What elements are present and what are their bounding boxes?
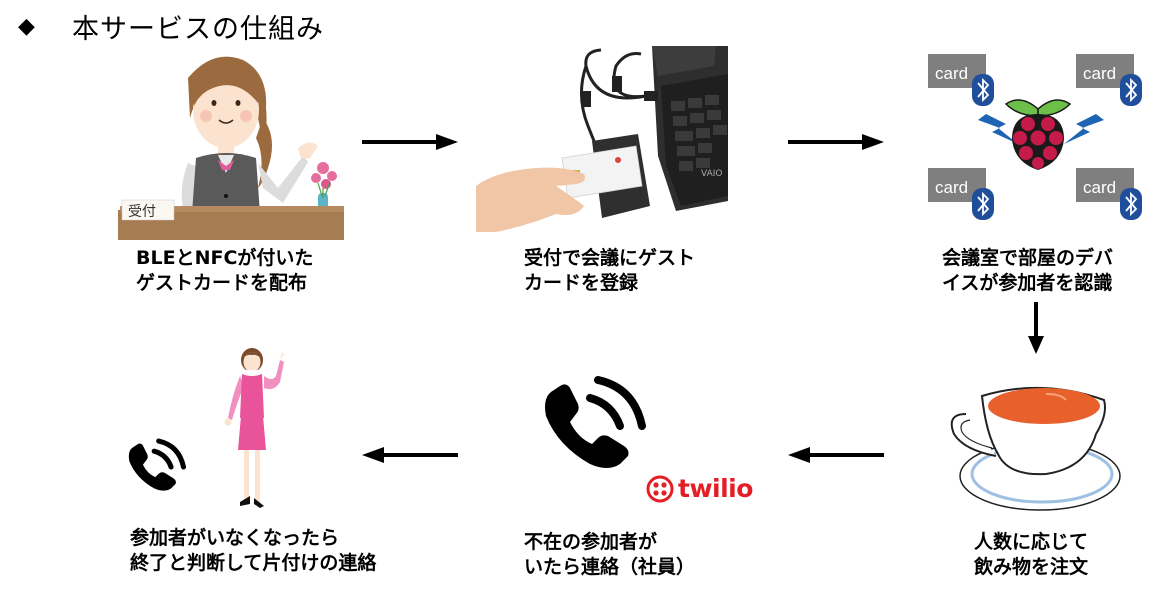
caption-line: 終了と判断して片付けの連絡 <box>130 552 377 574</box>
arrow-down-icon <box>1028 302 1044 354</box>
signal-bolt-icon <box>978 114 1018 144</box>
step-caption-distribute: BLEとNFCが付いた ゲストカードを配布 <box>136 246 313 296</box>
card-label: card <box>935 178 968 197</box>
caption-line: イスが参加者を認識 <box>942 272 1113 294</box>
step-caption-contact-absent: 不在の参加者が いたら連絡（社員） <box>524 530 695 580</box>
caption-line: 会議室で部屋のデバ <box>942 247 1114 269</box>
step-caption-recognize: 会議室で部屋のデバ イスが参加者を認識 <box>942 246 1113 296</box>
caption-line: 不在の参加者が <box>524 531 658 553</box>
arrow-right-icon <box>788 134 884 150</box>
ble-card-top-right: card <box>1076 54 1142 106</box>
arrow-left-icon <box>362 447 458 463</box>
signal-bolt-icon <box>1064 114 1104 144</box>
arrow-left-icon <box>788 447 884 463</box>
diamond-bullet-icon: ◆ <box>18 13 35 39</box>
caption-line: 参加者がいなくなったら <box>130 527 340 549</box>
step-caption-register: 受付で会議にゲスト カードを登録 <box>524 246 695 296</box>
arrow-right-icon <box>362 134 458 150</box>
card-reader-laptop-icon: VAIO <box>476 46 728 232</box>
phone-call-icon <box>545 376 646 468</box>
caption-line: カードを登録 <box>524 272 639 294</box>
twilio-logo: twilio <box>646 474 753 503</box>
raspberry-pi-bluetooth-icon: card card card card <box>928 54 1142 220</box>
laptop-brand: VAIO <box>701 169 722 179</box>
ble-card-top-left: card <box>928 54 994 106</box>
caption-line: ゲストカードを配布 <box>136 272 308 294</box>
receptionist-icon: 受付 <box>118 56 344 240</box>
staff-woman-icon <box>224 348 284 508</box>
card-label: card <box>935 64 968 83</box>
caption-line: 人数に応じて <box>974 531 1089 553</box>
staff-phone-icon <box>128 438 187 491</box>
twilio-wordmark: twilio <box>678 474 753 503</box>
caption-line: いたら連絡（社員） <box>524 556 696 578</box>
twilio-logo-mark <box>646 475 674 502</box>
step-caption-cleanup: 参加者がいなくなったら 終了と判断して片付けの連絡 <box>130 526 376 576</box>
step-caption-order: 人数に応じて 飲み物を注文 <box>974 530 1088 580</box>
reception-sign: 受付 <box>128 204 156 220</box>
ble-card-bottom-left: card <box>928 168 994 220</box>
caption-line: BLEとNFCが付いた <box>136 247 314 269</box>
page-title-text: 本サービスの仕組み <box>72 13 324 45</box>
teacup-icon <box>950 386 1121 511</box>
caption-line: 飲み物を注文 <box>974 556 1089 578</box>
ble-card-bottom-right: card <box>1076 168 1142 220</box>
card-label: card <box>1083 64 1116 83</box>
caption-line: 受付で会議にゲスト <box>524 247 696 269</box>
page-title: ◆ 本サービスの仕組み <box>18 6 324 46</box>
raspberry-pi-logo <box>1004 99 1072 170</box>
card-label: card <box>1083 178 1116 197</box>
